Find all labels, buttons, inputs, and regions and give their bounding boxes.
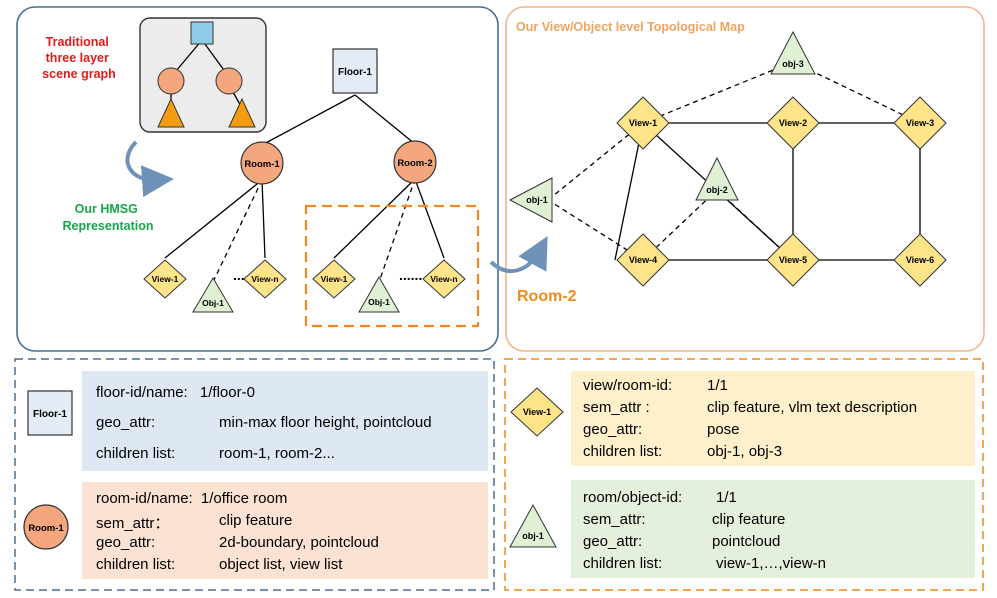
topo-view2-node (766, 96, 820, 150)
traditional-room-circle-left (157, 67, 185, 95)
room1-view1-label: View-1 (152, 274, 179, 284)
floor-geo-value: min-max floor height, pointcloud (219, 414, 432, 431)
topo-obj3-label: obj-3 (782, 59, 804, 69)
room2-view1-label: View-1 (321, 274, 348, 284)
view-id-value: 1/1 (707, 377, 728, 394)
view-children-label: children list: (583, 443, 663, 460)
obj-sem-label: sem_attr: (583, 511, 646, 528)
room2-view1-node (312, 259, 356, 299)
topo-view1-label: View-1 (629, 118, 657, 128)
floor-children-label: children list: (96, 445, 176, 462)
floor-info-box (82, 371, 488, 471)
topo-view3-label: View-3 (906, 118, 934, 128)
room-children-label: children list: (96, 556, 176, 573)
room-info-row: room-id/name: 1/office room (96, 490, 287, 507)
obj-info-box (571, 480, 975, 578)
legend-view-icon (510, 387, 564, 437)
transform-arrow-left (125, 140, 174, 198)
view-children-value: obj-1, obj-3 (707, 443, 783, 460)
topological-room-label: Room-2 (517, 288, 577, 305)
topo-obj3-node (770, 30, 816, 75)
view-sem-value: clip feature, vlm text description (707, 399, 918, 416)
traditional-object-triangle-right (228, 97, 256, 128)
room1-node (240, 141, 284, 185)
obj-id-value: 1/1 (716, 489, 737, 506)
room-geo-label: geo_attr: (96, 534, 156, 551)
traditional-floor-square (190, 21, 214, 45)
floor-node-label: Floor-1 (338, 67, 372, 78)
obj-id-label: room/object-id: (583, 489, 683, 506)
room-id-value: 1/office room (200, 490, 288, 507)
floor-id-label: floor-id/name: (96, 384, 188, 401)
topo-view4-node (616, 233, 670, 287)
topo-obj1-node (508, 177, 553, 223)
legend-obj-icon (509, 503, 557, 548)
room-sem-value: clip feature (219, 512, 293, 529)
room2-viewn-label: View-n (430, 274, 457, 284)
topo-obj2-label: obj-2 (706, 185, 728, 195)
topo-obj2-node (695, 156, 739, 201)
obj-geo-value: pointcloud (712, 533, 781, 550)
room1-viewn-label: View-n (251, 274, 278, 284)
right-panel-frame (505, 6, 985, 352)
topo-view4-label: View-4 (629, 255, 657, 265)
bottom-left-frame (14, 358, 495, 591)
legend-view-label: View-1 (523, 407, 551, 417)
room1-obj1-label: Obj-1 (202, 298, 224, 308)
room1-view1-node (143, 259, 187, 299)
view-geo-value: pose (707, 421, 740, 438)
view-geo-label: geo_attr: (583, 421, 643, 438)
floor-geo-label: geo_attr: (96, 414, 156, 431)
view-sem-label: sem_attr : (583, 399, 650, 416)
view-id-label: view/room-id: (583, 377, 673, 394)
obj-sem-value: clip feature (712, 511, 786, 528)
room-sem-label: sem_attr： (96, 515, 170, 532)
topo-view6-node (893, 233, 947, 287)
topo-view3-node (893, 96, 947, 150)
topo-view2-label: View-2 (779, 118, 807, 128)
room-children-value: object list, view list (219, 556, 343, 573)
obj-geo-label: geo_attr: (583, 533, 643, 550)
floor-id-value: 1/floor-0 (199, 384, 255, 401)
transform-arrow-right (489, 235, 548, 273)
legend-obj-label: obj-1 (522, 531, 544, 541)
legend-room-icon (23, 504, 69, 550)
hmsg-label: Our HMSG Representation (63, 202, 154, 233)
traditional-room-circle-right (215, 67, 243, 95)
topo-view6-label: View-6 (906, 255, 934, 265)
legend-floor-label: Floor-1 (33, 409, 67, 420)
room2-obj1-label: Obj-1 (368, 297, 390, 307)
obj-children-label: children list: (583, 555, 663, 572)
room-info-box (82, 482, 488, 579)
room2-viewn-node (422, 259, 466, 299)
floor-node (332, 48, 378, 94)
room1-node-label: Room-1 (244, 159, 280, 170)
floor-children-value: room-1, room-2... (219, 445, 335, 462)
topological-map-title: Our View/Object level Topological Map (516, 20, 745, 34)
room2-highlight-box (304, 204, 480, 328)
room2-obj1-node (358, 275, 400, 313)
bottom-right-frame (504, 358, 984, 591)
view-info-box (571, 371, 975, 466)
room1-viewn-node (243, 259, 287, 299)
room2-node-label: Room-2 (397, 158, 432, 169)
floor-info-row: floor-id/name: 1/floor-0 (96, 384, 255, 401)
legend-floor-icon (27, 390, 73, 436)
traditional-label: Traditional three layer scene graph (42, 35, 116, 81)
room1-obj1-node (192, 277, 234, 313)
room2-ellipsis: ...... (399, 267, 422, 283)
room2-node (393, 140, 437, 184)
topo-obj1-label: obj-1 (526, 195, 548, 205)
topo-view5-label: View-5 (779, 255, 807, 265)
room-id-label: room-id/name: (96, 490, 193, 507)
room-geo-value: 2d-boundary, pointcloud (219, 534, 379, 551)
legend-room-label: Room-1 (28, 523, 64, 534)
topo-view1-node (616, 96, 670, 150)
traditional-object-triangle-left (157, 97, 185, 128)
topo-view5-node (766, 233, 820, 287)
obj-children-value: view-1,…,view-n (716, 555, 827, 572)
